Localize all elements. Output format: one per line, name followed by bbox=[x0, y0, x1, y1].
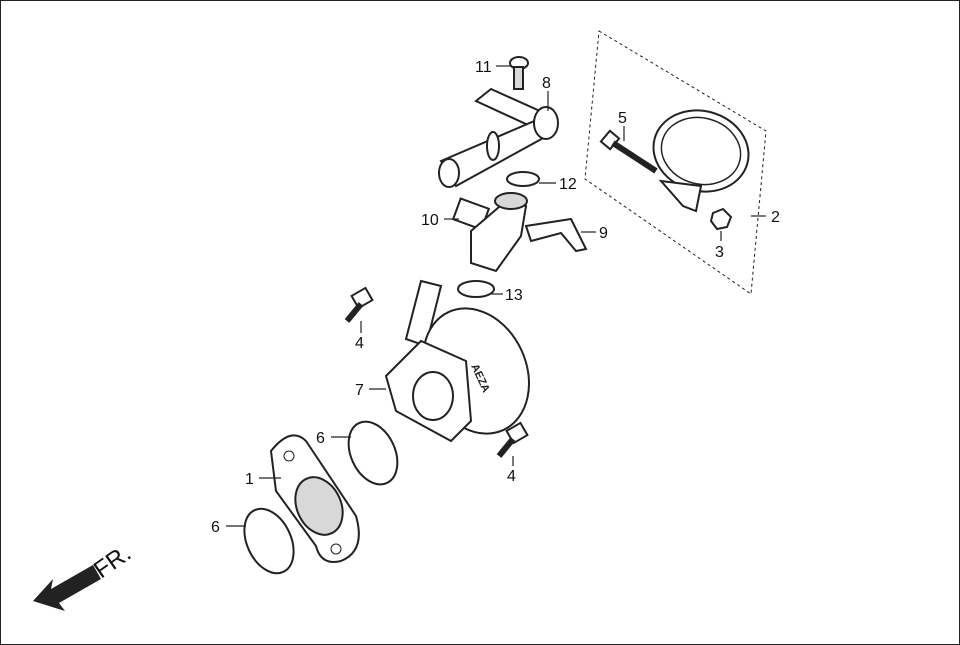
part-1-flange bbox=[269, 434, 360, 563]
part-13-oring bbox=[457, 280, 495, 298]
part-10-injector bbox=[451, 192, 528, 273]
part-4-bolt-lower bbox=[496, 421, 529, 458]
part-6-gasket-lower bbox=[243, 507, 295, 575]
callout-13: 13 bbox=[505, 287, 523, 304]
part-6-gasket-upper bbox=[347, 420, 399, 486]
part-7-throttle-body: AEZA bbox=[384, 279, 530, 443]
part-12-oring bbox=[506, 171, 540, 187]
callout-3: 3 bbox=[715, 244, 724, 261]
callout-8: 8 bbox=[542, 75, 551, 92]
part-5-bolt bbox=[599, 129, 658, 174]
callout-5: 5 bbox=[618, 110, 627, 127]
part-9-clip bbox=[524, 217, 588, 253]
callout-9: 9 bbox=[599, 225, 608, 242]
callout-4-upper: 4 bbox=[355, 335, 364, 352]
callout-6-upper: 6 bbox=[316, 430, 325, 447]
part-3-nut bbox=[709, 207, 733, 231]
callout-2: 2 bbox=[771, 209, 780, 226]
callout-4-lower: 4 bbox=[507, 468, 516, 485]
callout-7: 7 bbox=[355, 382, 364, 399]
part-11-screw bbox=[509, 56, 529, 90]
callout-10: 10 bbox=[421, 212, 439, 229]
leader-lines bbox=[226, 65, 766, 527]
part-4-bolt-upper bbox=[344, 286, 374, 323]
callout-12: 12 bbox=[559, 176, 577, 193]
part-2-clamp bbox=[652, 109, 750, 213]
callout-6-lower: 6 bbox=[211, 519, 220, 536]
front-direction-arrow-icon bbox=[33, 565, 101, 611]
callout-11: 11 bbox=[475, 59, 492, 76]
part-8-sensor bbox=[438, 87, 559, 188]
callout-1: 1 bbox=[245, 471, 254, 488]
